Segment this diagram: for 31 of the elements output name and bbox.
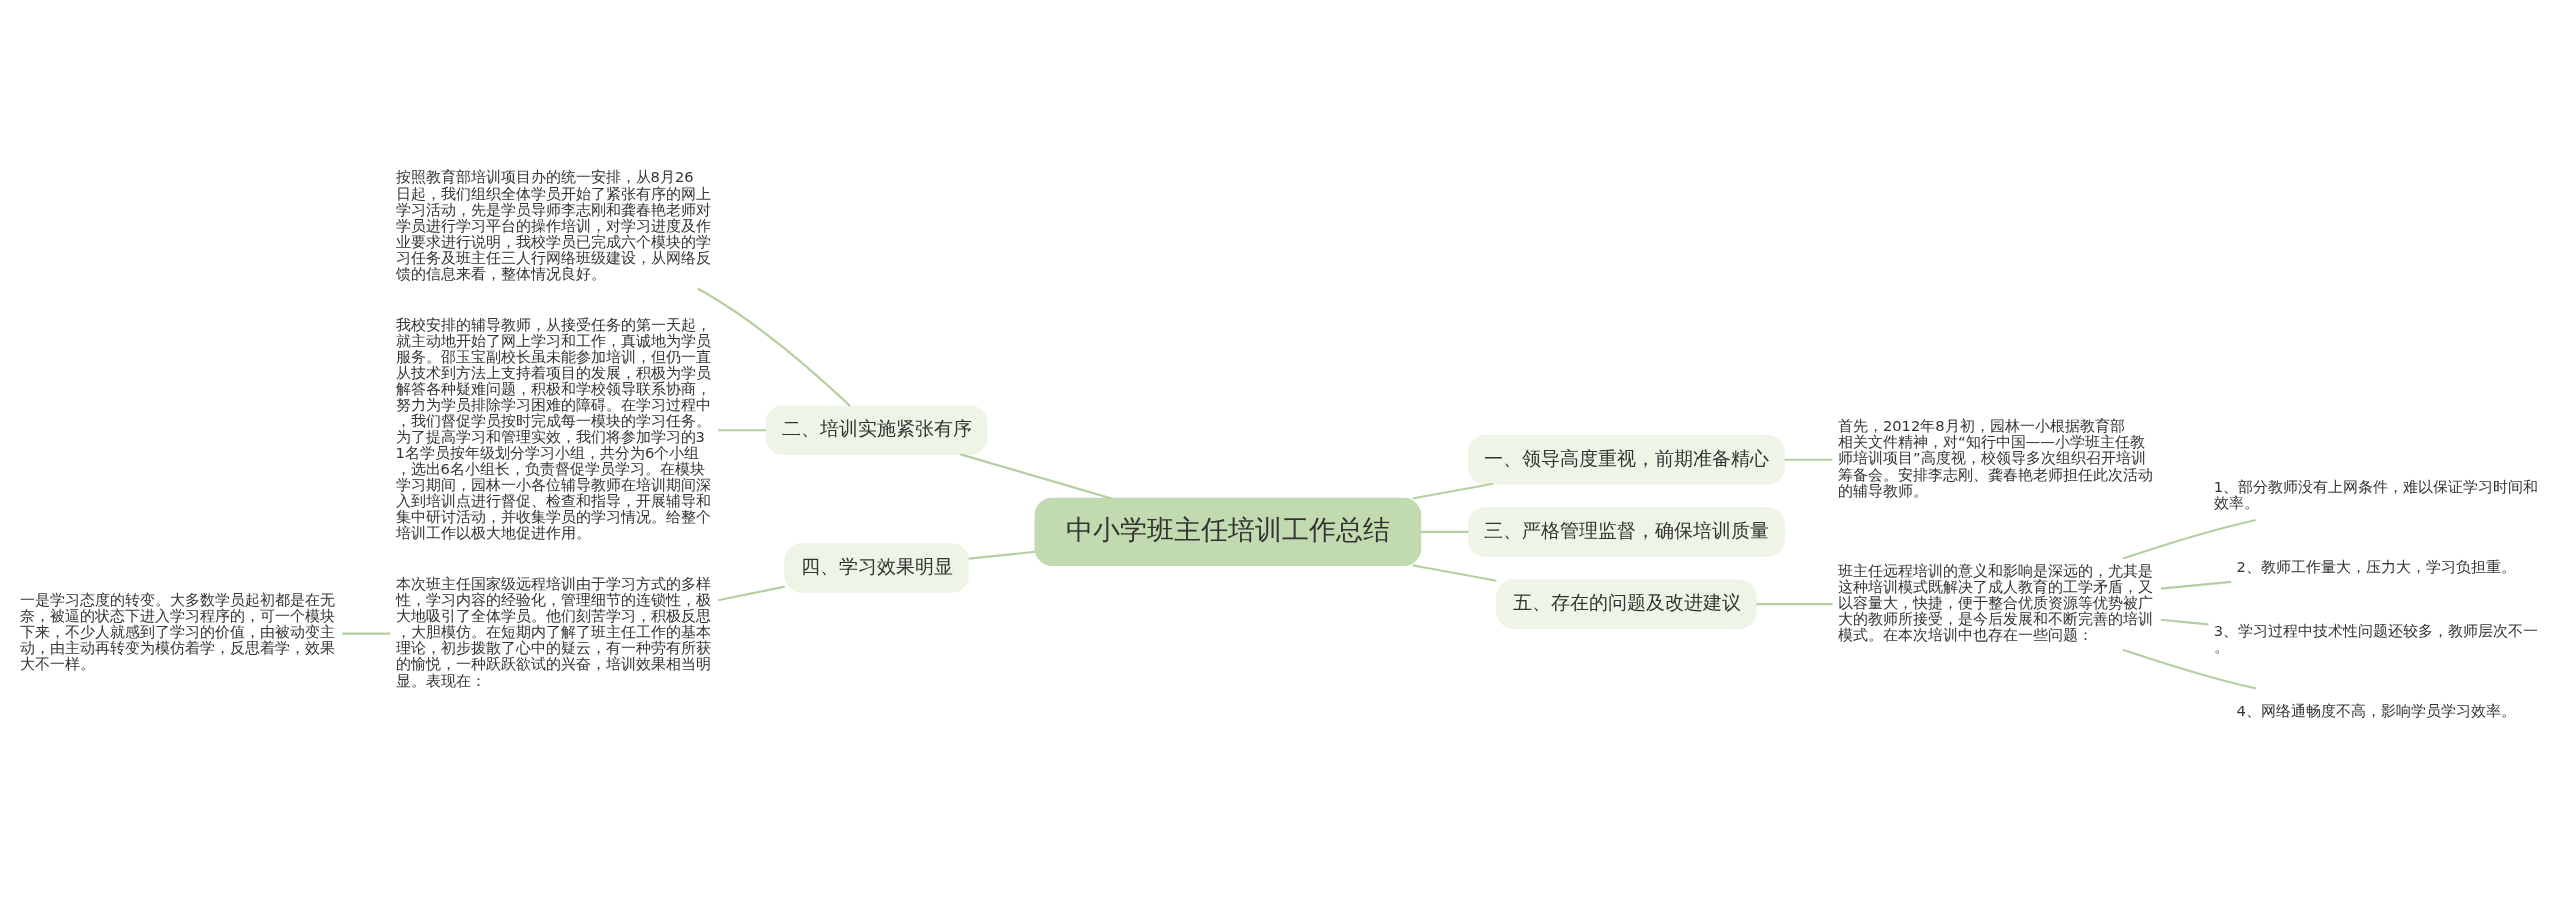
node-box: 二、培训实施紧张有序	[765, 405, 988, 455]
node-text: 3、学习过程中技术性问题还较多，教师层次不一。	[2213, 621, 2539, 655]
node-text: 一是学习态度的转变。大多数学员起初都是在无奈，被逼的状态下进入学习程序的，可一个模块下来，不少人就感到了学习的价值，由被动变主动，由主动再转变为模仿着学，反思着学，效果大不一样。	[19, 590, 335, 672]
connector	[697, 287, 851, 407]
connector	[1412, 482, 1494, 500]
connector	[718, 428, 766, 431]
connector	[960, 452, 1112, 499]
node-text: 按照教育部培训项目办的统一安排，从8月26日起，我们组织全体学员开始了紧张有序的网上学习活动，先是学员导师李志刚和龚春艳老师对学员进行学习平台的操作培训，对学习进度及作业要求进行说明，我校学员已完成六个模块的学习任务及班主任三人行网络班级建设，从网络反馈的信息来看，整体情况良好。	[395, 167, 711, 282]
node-box: 三、严格管理监督，确保培训质量	[1468, 506, 1786, 557]
node-text: 班主任远程培训的意义和影响是深远的，尤其是这种培训模式既解决了成人教育的工学矛盾，又以容量大，快捷，便于整合优质资源等优势被广大的教师所接受，是今后发展和不断完善的培训模式。在本次培训中也存在一些问题：	[1837, 561, 2153, 643]
connector	[718, 585, 785, 601]
connector	[2160, 618, 2209, 625]
node-box: 四、学习效果明显	[784, 542, 969, 593]
node-box: 五、存在的问题及改进建议	[1496, 578, 1757, 629]
connector	[1784, 458, 1833, 461]
node-box: 中小学班主任培训工作总结	[1034, 497, 1422, 566]
connector	[342, 632, 391, 635]
connector	[2122, 648, 2256, 689]
node-text: 4、网络通畅度不高，影响学员学习效率。	[2236, 701, 2516, 719]
node-text: 我校安排的辅导教师，从接受任务的第一天起，就主动地开始了网上学习和工作，真诚地为学员服务。邵玉宝副校长虽未能参加培训，但仍一直从技术到方法上支持着项目的发展，积极为学员解答各种疑难问题，积极和学校领导联系协商，努力为学员排除学习困难的障碍。在学习过程中，我们督促学员按时完成每一模块的学习任务。为了提高学习和管理实效，我们将参加学习的31名学员按年级划分学习小组，共分为6个小组，选出6名小组长，负责督促学员学习。在模块学习期间，园林一小各位辅导教师在培训期间深入到培训点进行督促、检查和指导，开展辅导和集中研讨活动，并收集学员的学习情况。给整个培训工作以极大地促进作用。	[395, 315, 711, 541]
node-text: 本次班主任国家级远程培训由于学习方式的多样性，学习内容的经验化，管理细节的连锁性，极大地吸引了全体学员。他们刻苦学习，积极反思，大胆模仿。在短期内了解了班主任工作的基本理论，初步拨散了心中的疑云，有一种劳有所获的愉悦，一种跃跃欲试的兴奋，培训效果相当明显。表现在：	[395, 574, 711, 689]
connector	[2122, 518, 2256, 560]
node-box: 一、领导高度重视，前期准备精心	[1468, 434, 1786, 484]
node-text: 2、教师工作量大，压力大，学习负担重。	[2236, 557, 2516, 575]
connector	[1756, 602, 1833, 605]
connector	[968, 550, 1036, 560]
connector	[2160, 580, 2232, 590]
connector	[1420, 530, 1469, 533]
connector	[1412, 563, 1497, 582]
node-text: 1、部分教师没有上网条件，难以保证学习时间和效率。	[2213, 477, 2539, 511]
node-text: 首先，2012年8月初，园林一小根据教育部相关文件精神，对“知行中国——小学班主任教师培训项目”高度视，校领导多次组织召开培训筹备会。安排李志刚、龚春艳老师担任此次活动的辅导教师。	[1837, 416, 2153, 499]
